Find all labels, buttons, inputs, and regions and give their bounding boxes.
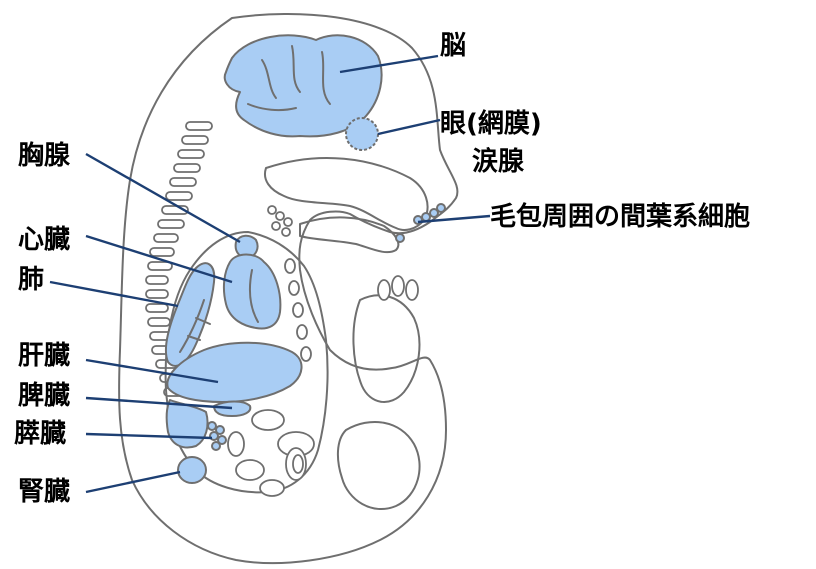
neck-cluster	[268, 206, 292, 236]
label-pancreas: 膵臓	[14, 419, 66, 449]
label-kidney: 腎臓	[18, 477, 70, 507]
intestine	[228, 410, 314, 496]
forelimb-outline	[353, 295, 419, 402]
ribs	[285, 259, 311, 361]
kidney	[178, 457, 206, 483]
label-hair-follicle-mesenchyme: 毛包周囲の間葉系細胞	[490, 201, 750, 232]
label-spleen: 脾臓	[17, 381, 70, 411]
label-liver: 肝臓	[18, 341, 70, 371]
eye-retina	[346, 118, 378, 150]
liver-lower-lobe	[167, 400, 208, 447]
label-lung: 肺	[18, 265, 44, 295]
label-heart: 心臓	[18, 225, 70, 255]
hindlimb-outline	[338, 422, 420, 509]
heart	[224, 255, 280, 329]
label-thymus: 胸腺	[18, 141, 71, 171]
label-brain: 脳	[439, 31, 466, 61]
label-lacrimal-gland: 涙腺	[472, 146, 525, 177]
pancreas	[208, 422, 226, 450]
spleen	[214, 402, 250, 417]
forelimb-digits	[378, 276, 418, 300]
hair-follicle-bumps	[396, 204, 445, 242]
label-eye-retina: 眼(網膜)	[440, 108, 542, 139]
